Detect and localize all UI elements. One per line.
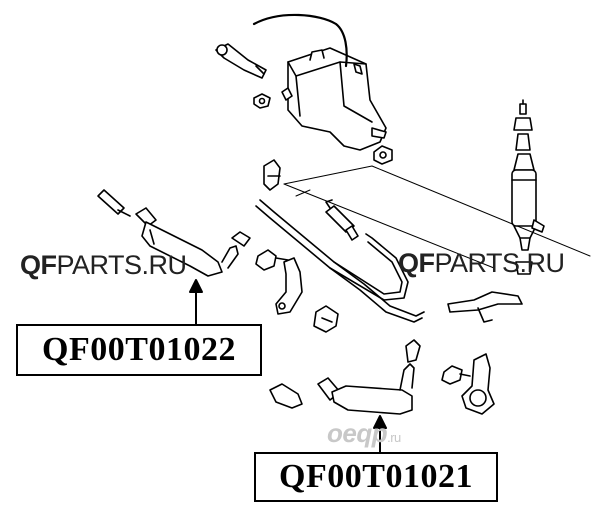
watermark-right-rest: PARTS.RU	[434, 248, 566, 278]
filler-hose	[252, 13, 348, 68]
reservoir-inlet	[215, 43, 267, 79]
leader-arrow-left	[189, 279, 203, 325]
mounting-bracket	[275, 257, 303, 315]
pump-grommet	[515, 261, 533, 275]
lower-clamp	[461, 353, 495, 415]
mounting-bolt	[255, 249, 289, 271]
watermark-center-main: oeqp	[327, 418, 388, 448]
cable-tie	[447, 291, 523, 323]
nozzle-cylinder-right	[317, 339, 421, 415]
connector-fitting	[325, 199, 359, 241]
watermark-right: QFPARTS.RU	[398, 248, 565, 279]
part-number-callout-left: QF00T01022	[16, 324, 262, 376]
watermark-center: oeqp.ru	[327, 418, 401, 449]
leader-arrow-right	[373, 415, 387, 453]
watermark-left: QFPARTS.RU	[20, 250, 187, 281]
hose-clip	[263, 159, 281, 191]
part-number-left: QF00T01022	[42, 331, 236, 368]
watermark-left-rest: PARTS.RU	[56, 250, 188, 280]
washer-reservoir	[281, 47, 387, 151]
part-number-callout-right: QF00T01021	[254, 452, 498, 502]
center-clip	[313, 305, 339, 333]
nozzle-cylinder-left	[97, 189, 251, 277]
watermark-right-qf: QF	[398, 248, 435, 278]
grommet-right	[373, 145, 393, 165]
lower-bolt	[441, 365, 471, 385]
watermark-center-suffix: .ru	[387, 430, 401, 445]
lower-fitting	[269, 383, 303, 409]
part-number-right: QF00T01021	[279, 458, 473, 495]
small-nut-top	[253, 93, 271, 109]
washer-pump	[511, 99, 545, 251]
washer-pipe	[255, 199, 425, 323]
watermark-left-qf: QF	[20, 250, 57, 280]
